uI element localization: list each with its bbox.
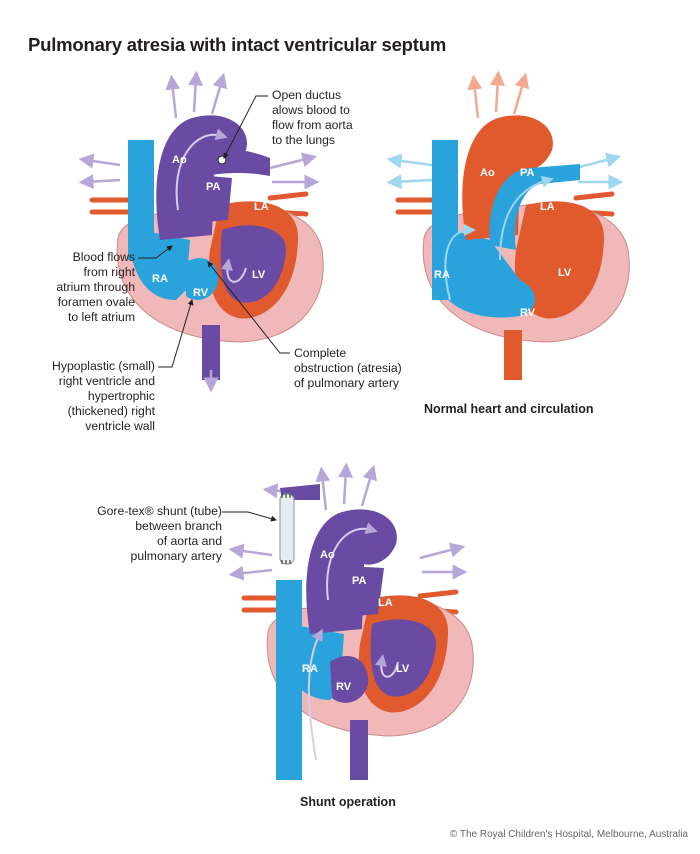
label-ra: RA (152, 273, 168, 285)
label-lv-shunt: LV (396, 663, 410, 675)
label-pa-shunt: PA (352, 575, 367, 587)
label-rv-normal: RV (520, 307, 536, 319)
copyright: © The Royal Children's Hospital, Melbour… (449, 829, 688, 840)
label-lv: LV (252, 269, 266, 281)
label-la-shunt: LA (378, 597, 393, 609)
label-ao: Ao (172, 154, 187, 166)
heart-normal: Ao PA LA LV RA RV (386, 70, 630, 380)
annotation-hypoplastic: Hypoplastic (small) right ventricle and … (52, 359, 155, 433)
heart-shunt: Ao PA LA LV RA RV (222, 462, 474, 780)
caption-shunt: Shunt operation (300, 795, 396, 809)
label-lv-normal: LV (558, 267, 572, 279)
annotation-foramen: Blood flows from right atrium through fo… (56, 250, 135, 324)
label-ra-normal: RA (434, 269, 450, 281)
annotation-shunt: Gore-tex® shunt (tube) between branch of… (97, 504, 222, 563)
label-la-normal: LA (540, 201, 555, 213)
heart-pa-ivs: Ao PA LA LV RA RV (78, 70, 324, 393)
label-la: LA (254, 201, 269, 213)
label-pa-normal: PA (520, 167, 535, 179)
page-title: Pulmonary atresia with intact ventricula… (28, 34, 447, 55)
caption-normal: Normal heart and circulation (424, 402, 594, 416)
label-ao-normal: Ao (480, 167, 495, 179)
label-rv: RV (193, 287, 209, 299)
annotation-ductus: Open ductus alows blood to flow from aor… (272, 88, 353, 147)
label-pa: PA (206, 181, 221, 193)
gore-tex-shunt (279, 493, 295, 565)
label-rv-shunt: RV (336, 681, 352, 693)
label-ra-shunt: RA (302, 663, 318, 675)
label-ao-shunt: Ao (320, 549, 335, 561)
annotation-obstruction: Complete obstruction (atresia) of pulmon… (294, 346, 402, 390)
